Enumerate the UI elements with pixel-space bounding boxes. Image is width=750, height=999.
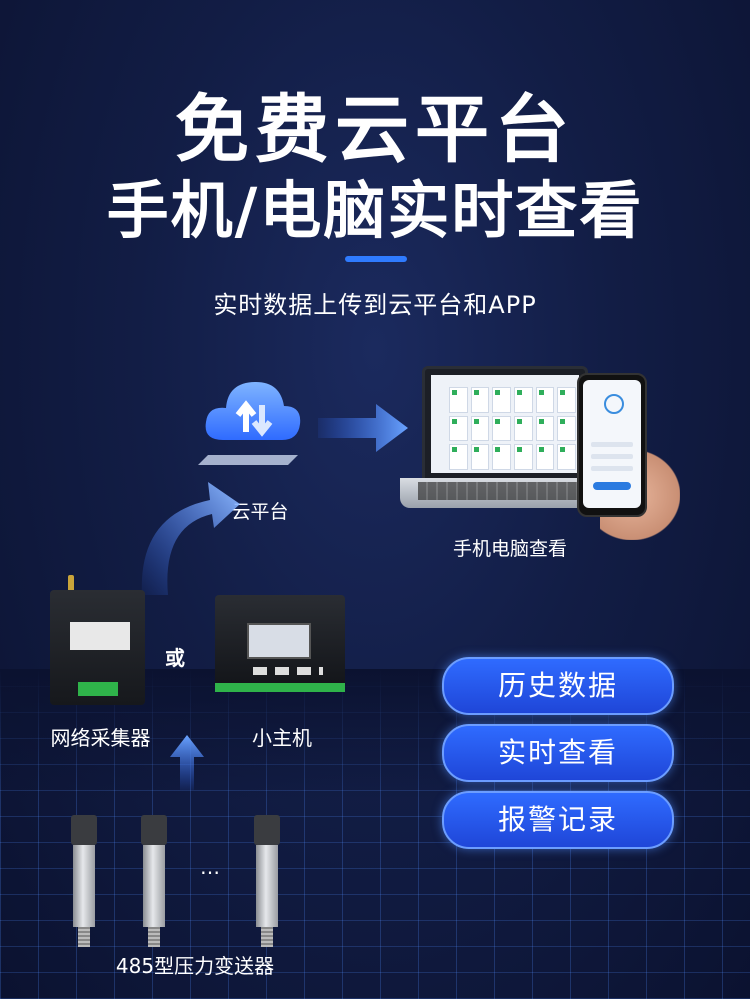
- antenna-icon: [68, 575, 74, 597]
- host-unit-image: [215, 595, 345, 692]
- devices-label: 手机电脑查看: [452, 538, 567, 560]
- curved-arrow-icon: [141, 482, 240, 595]
- cloud-icon: [198, 382, 301, 465]
- page-description: 实时数据上传到云平台和APP: [213, 291, 537, 319]
- title-divider: [345, 256, 407, 262]
- page-subtitle-heading: 手机/电脑实时查看: [106, 174, 644, 247]
- pressure-sensor-image: [67, 815, 101, 950]
- cloud-label: 云平台: [231, 501, 289, 523]
- sensor-label: 485型压力变送器: [115, 954, 275, 978]
- history-data-button[interactable]: 历史数据: [442, 657, 674, 715]
- or-label: 或: [165, 646, 185, 670]
- arrow-up-icon: [170, 735, 204, 790]
- ellipsis: …: [200, 855, 223, 879]
- realtime-view-button[interactable]: 实时查看: [442, 724, 674, 782]
- collector-label: 网络采集器: [50, 726, 151, 750]
- phone-image: [577, 373, 647, 517]
- host-label: 小主机: [252, 726, 312, 750]
- pressure-sensor-image: [250, 815, 284, 950]
- network-collector-image: [50, 590, 145, 705]
- page-title: 免费云平台: [175, 87, 575, 173]
- pressure-sensor-image: [137, 815, 171, 950]
- arrow-right-icon: [318, 404, 408, 452]
- alarm-records-button[interactable]: 报警记录: [442, 791, 674, 849]
